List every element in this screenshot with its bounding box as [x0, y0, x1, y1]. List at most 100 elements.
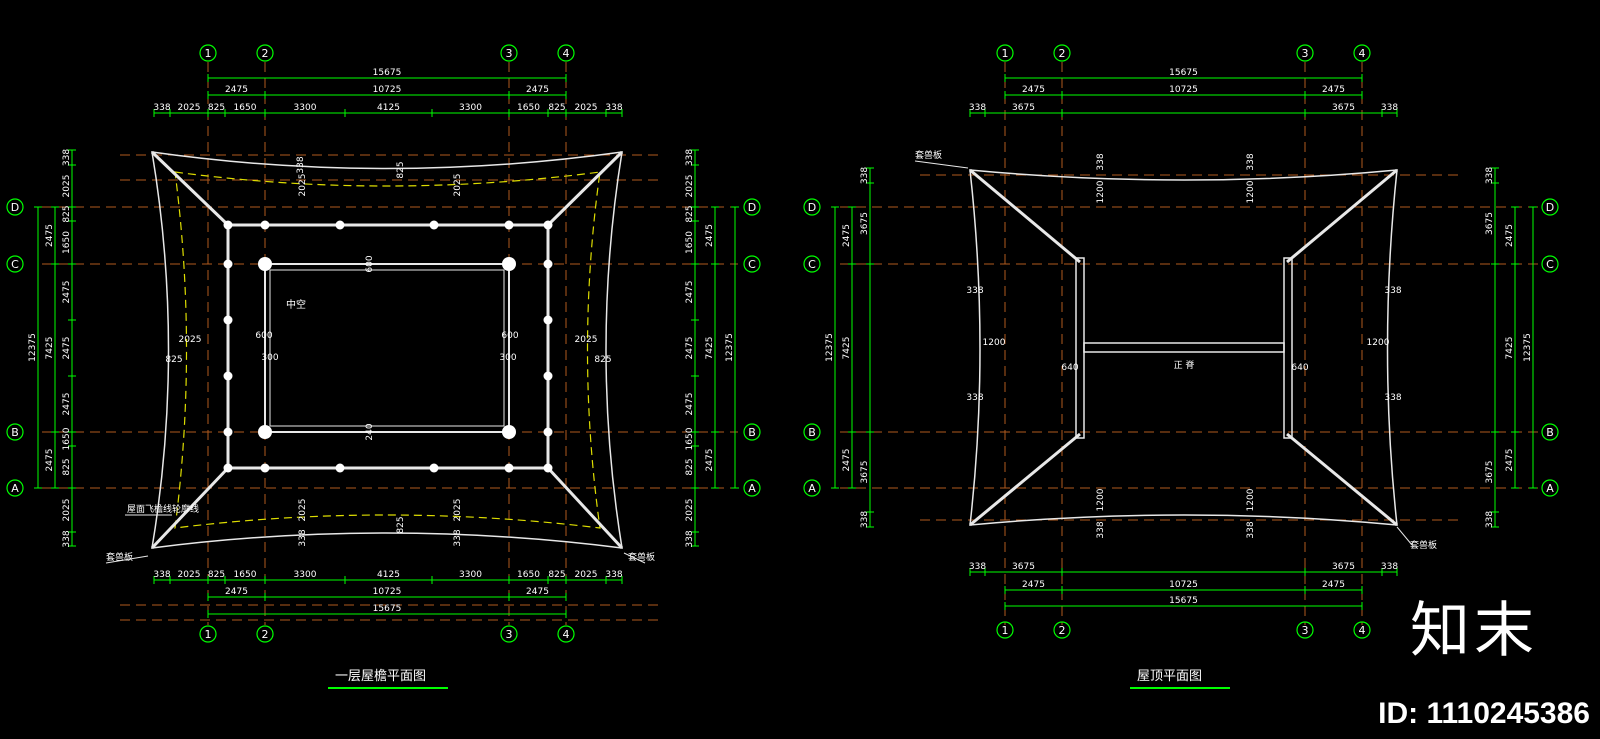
flying-eave-line	[174, 171, 601, 529]
right-detail-dim-text: 338	[1485, 511, 1495, 528]
bottom-detail-dim-text: 4125	[377, 570, 400, 580]
left-detail-dim-text: 1650	[62, 427, 72, 450]
corner-callout-top: 套兽板	[915, 149, 942, 161]
inner-beam-ring	[264, 263, 510, 433]
axis-bubble-top-3-label: 3	[1302, 47, 1309, 60]
column-dot	[543, 427, 553, 437]
eave-line-callout: 屋面飞檐线轮廓线	[127, 503, 199, 515]
left-detail-dim-text: 2025	[62, 175, 72, 198]
inner-void-edge	[269, 269, 505, 427]
top-detail-dim-text: 3675	[1332, 103, 1355, 113]
axis-bubble-bottom-3	[1296, 621, 1314, 639]
hip-line	[546, 150, 624, 227]
inner-dim-text: 338	[1384, 393, 1401, 403]
column-dot	[335, 463, 345, 473]
inner-dim-text: 338	[1246, 521, 1256, 538]
right-mid-dim-text: 7425	[705, 337, 715, 360]
left-mid-dim-text: 2475	[842, 224, 852, 247]
axis-bubble-bottom-3	[500, 625, 518, 643]
hip-line	[150, 466, 230, 550]
axis-bubble-bottom-1-label: 1	[205, 628, 212, 641]
axis-bubble-left-C-label: C	[11, 258, 19, 271]
right-mid-dim-text: 2475	[1505, 449, 1515, 472]
top-detail-dim-text: 1650	[517, 103, 540, 113]
bottom-detail-dim-text: 3300	[459, 570, 482, 580]
column-dot	[223, 220, 233, 230]
inner-dim-text: 640	[1291, 363, 1308, 373]
inner-dim-text: 600	[255, 331, 272, 341]
axis-bubble-right-B	[1541, 423, 1559, 441]
callout-leader	[105, 555, 149, 564]
axis-bubble-right-D	[743, 198, 761, 216]
corner-callout-right: 套兽板	[628, 551, 655, 563]
left-detail-dim-text: 3675	[860, 212, 870, 235]
inner-dim-text: 1200	[1096, 488, 1106, 511]
inner-dim-text: 338	[1384, 286, 1401, 296]
right-mid-dim-text: 2475	[705, 449, 715, 472]
inner-dim-text: 825	[165, 355, 182, 365]
right-total-dim-text: 12375	[725, 333, 735, 362]
inner-dim-text: 825	[594, 355, 611, 365]
inner-dim-text: 1200	[1246, 180, 1256, 203]
top-total-dim-text: 15675	[373, 68, 402, 78]
bottom-detail-dim-text: 825	[208, 570, 225, 580]
top-mid-dim-text: 10725	[373, 85, 402, 95]
inner-dim-text: 1200	[1096, 180, 1106, 203]
column-dot	[543, 220, 553, 230]
axis-bubble-top-2-label: 2	[262, 47, 269, 60]
top-mid-dim-text: 2475	[225, 85, 248, 95]
right-detail-dim-text: 2475	[685, 337, 695, 360]
inner-dim-text: 2025	[298, 174, 308, 197]
bottom-detail-dim-text: 338	[153, 570, 170, 580]
bottom-mid-dim-text: 2475	[1022, 580, 1045, 590]
main-column	[258, 425, 272, 439]
inner-dim-text: 1200	[983, 338, 1006, 348]
inner-dim-text: 300	[499, 353, 516, 363]
inner-dim-text: 338	[453, 529, 463, 546]
bottom-total-dim-text: 15675	[1169, 596, 1198, 606]
right-mid-dim-text: 2475	[1505, 224, 1515, 247]
inner-dim-text: 2025	[453, 174, 463, 197]
corner-callout-bottom: 套兽板	[1410, 539, 1437, 551]
axis-bubble-right-A-label: A	[748, 482, 756, 495]
axis-bubble-bottom-3-label: 3	[1302, 624, 1309, 637]
axis-bubble-bottom-4-label: 4	[563, 628, 570, 641]
left-detail-dim-text: 3675	[860, 461, 870, 484]
right-detail-dim-text: 338	[1485, 167, 1495, 184]
axis-bubble-left-B	[6, 423, 24, 441]
top-mid-dim-text: 2475	[526, 85, 549, 95]
axis-bubble-bottom-1	[199, 625, 217, 643]
bottom-mid-dim-text: 10725	[1169, 580, 1198, 590]
top-detail-dim-text: 1650	[234, 103, 257, 113]
bottom-detail-dim-text: 1650	[517, 570, 540, 580]
column-dot	[543, 371, 553, 381]
axis-bubble-right-A	[1541, 479, 1559, 497]
right-detail-dim-text: 2475	[685, 281, 695, 304]
axis-bubble-top-2-label: 2	[1059, 47, 1066, 60]
bottom-detail-dim-text: 338	[969, 562, 986, 572]
left-mid-dim-text: 2475	[842, 449, 852, 472]
axis-bubble-left-C	[803, 255, 821, 273]
top-mid-dim-text: 2475	[1322, 85, 1345, 95]
inner-dim-text: 338	[1246, 153, 1256, 170]
top-detail-dim-text: 825	[208, 103, 225, 113]
bottom-detail-dim-text: 338	[1381, 562, 1398, 572]
left-detail-dim-text: 2475	[62, 337, 72, 360]
axis-bubble-bottom-4-label: 4	[1359, 624, 1366, 637]
right-mid-dim-text: 2475	[705, 224, 715, 247]
axis-bubble-bottom-1-label: 1	[1002, 624, 1009, 637]
inner-dim-text: 2025	[575, 335, 598, 345]
left-detail-dim-text: 1650	[62, 231, 72, 254]
axis-bubble-right-A-label: A	[1546, 482, 1554, 495]
axis-bubble-bottom-2-label: 2	[1059, 624, 1066, 637]
axis-bubble-top-4	[1353, 44, 1371, 62]
inner-dim-text: 600	[501, 331, 518, 341]
axis-bubble-left-D-label: D	[808, 201, 816, 214]
axis-bubble-left-A	[6, 479, 24, 497]
axis-bubble-left-B	[803, 423, 821, 441]
axis-bubble-top-1-label: 1	[205, 47, 212, 60]
axis-bubble-top-4-label: 4	[1359, 47, 1366, 60]
axis-bubble-right-C-label: C	[748, 258, 756, 271]
inner-dim-text: 338	[1096, 521, 1106, 538]
